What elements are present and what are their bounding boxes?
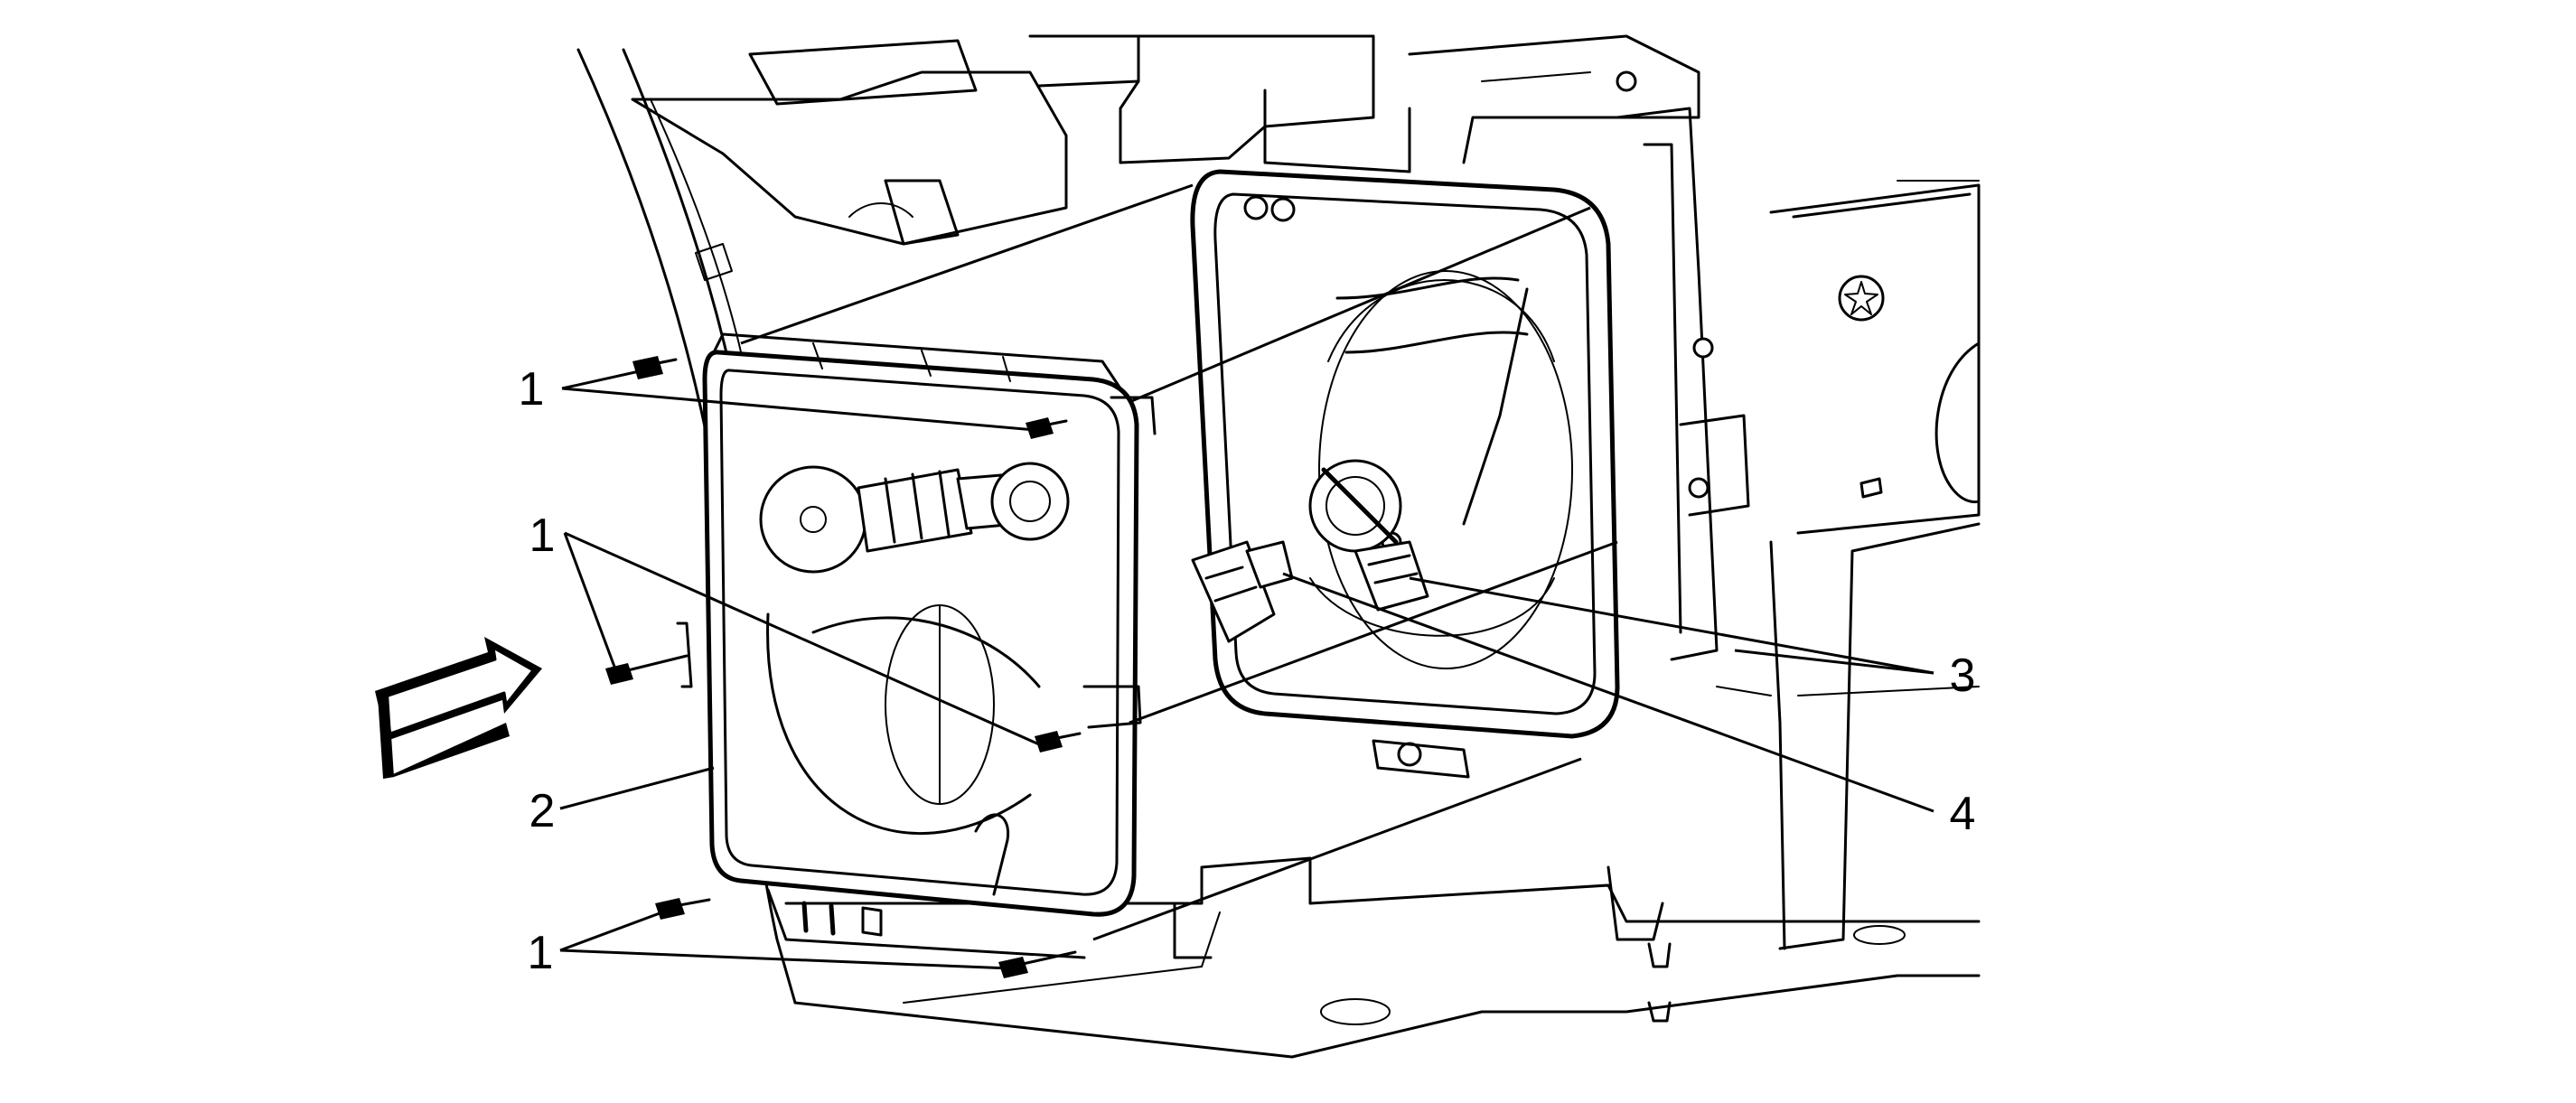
screw-icon [605, 356, 1082, 978]
bulb-socket-assembly [1191, 540, 1429, 643]
alignment-lines [740, 183, 1618, 941]
callout-label-3: 3 [1950, 650, 1976, 702]
callout-label-4: 4 [1950, 788, 1976, 840]
headlamp-housing [702, 332, 1157, 959]
callout-labels: 1 1 1 2 3 4 [519, 363, 1976, 979]
callout-label-1-middle: 1 [529, 509, 556, 562]
leader-lines [559, 369, 1934, 970]
callout-label-1-bottom: 1 [528, 927, 554, 979]
callout-label-2: 2 [529, 785, 556, 837]
callout-label-1-top: 1 [519, 363, 545, 416]
vehicle-body-structure [576, 34, 1981, 1059]
view-direction-arrow-icon [375, 637, 542, 779]
